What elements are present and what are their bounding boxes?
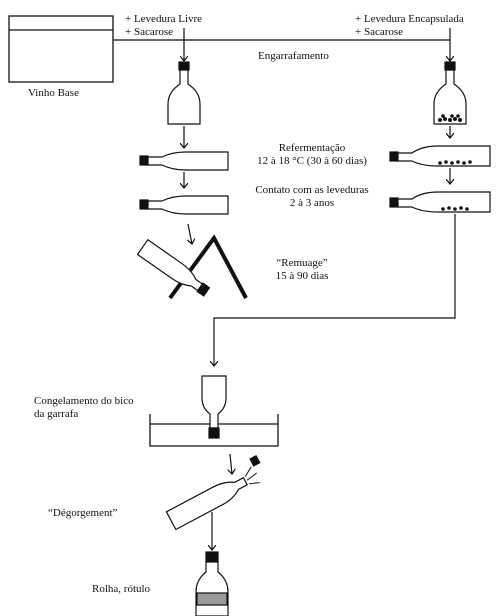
free-yeast-label: + Levedura Livre: [125, 13, 202, 25]
bottle-right-upright: [434, 62, 466, 124]
sucrose-right-label: + Sacarose: [355, 26, 403, 38]
cork-label-text: Rolha, rótulo: [92, 583, 150, 595]
arrow-freeze: [230, 454, 232, 474]
yeast-contact-detail: 2 à 3 anos: [232, 197, 392, 209]
remuage-detail: 15 à 90 dias: [262, 270, 342, 282]
bottle-left-yeast-contact: [140, 196, 228, 214]
base-wine-label: Vinho Base: [28, 87, 79, 99]
yeast-contact-title: Contato com as leveduras: [232, 184, 392, 196]
encapsulated-yeast-label: + Levedura Encapsulada: [355, 13, 464, 25]
refermentation-detail: 12 à 18 °C (30 à 60 dias): [232, 155, 392, 167]
final-bottle: [196, 552, 228, 616]
bottle-left-refermentation: [140, 152, 228, 170]
bottle-right-refermentation: [390, 146, 490, 166]
degorgement-label: “Dégorgement”: [48, 507, 117, 519]
arrow-left-3: [188, 224, 192, 244]
freezing-label-line2: da garrafa: [34, 408, 78, 420]
base-wine-tank: [9, 16, 113, 82]
freezing-label-line1: Congelamento do bico: [34, 395, 134, 407]
degorgement-bottle: [163, 455, 270, 529]
refermentation-title: Refermentação: [232, 142, 392, 154]
bottling-label: Engarrafamento: [258, 50, 329, 62]
remuage-title: “Remuage”: [262, 257, 342, 269]
merge-line: [214, 214, 455, 366]
sucrose-left-label: + Sacarose: [125, 26, 173, 38]
bottle-left-upright: [168, 62, 200, 124]
remuage-rack: [138, 238, 246, 299]
freezing-bath: [150, 376, 278, 446]
bottle-right-yeast-contact: [390, 192, 490, 212]
